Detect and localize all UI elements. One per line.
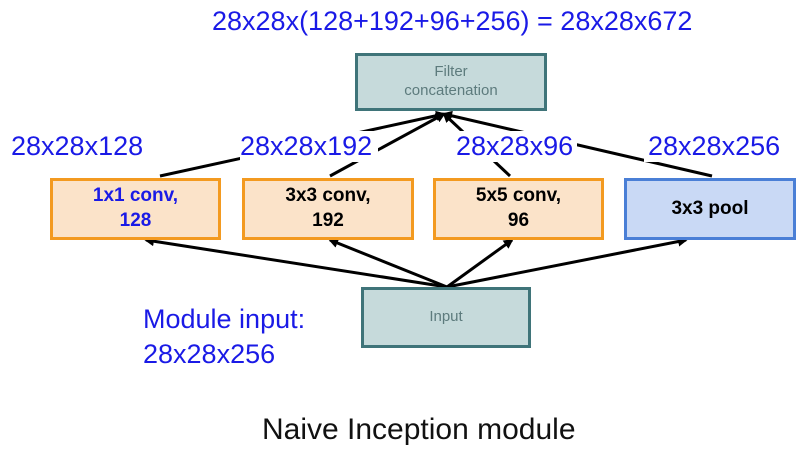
arrow-input-to-pool <box>446 236 688 289</box>
conv1x1-line1: 1x1 conv, <box>92 185 179 207</box>
dim-label-pool: 28x28x256 <box>644 131 781 162</box>
conv1x1-block: 1x1 conv, 128 <box>50 178 221 240</box>
arrow-pool-to-concat <box>442 110 713 178</box>
pool3x3-block: 3x3 pool <box>624 178 796 240</box>
conv1x1-line2: 128 <box>119 210 152 231</box>
input-box: Input <box>361 287 531 348</box>
diagram-caption: Naive Inception module <box>262 413 576 446</box>
arrow-input-to-conv1 <box>144 236 448 289</box>
arrow-input-to-conv5 <box>446 238 514 289</box>
arrow-conv3-to-concat <box>329 112 446 178</box>
dim-label-conv3: 28x28x192 <box>240 131 379 162</box>
module-input-label: Module input: <box>143 304 306 334</box>
conv5x5-block: 5x5 conv, 96 <box>433 178 604 240</box>
input-label: Input <box>429 308 463 326</box>
header-formula: 28x28x(128+192+96+256) = 28x28x672 <box>212 6 693 37</box>
filter-concatenation-box: Filter concatenation <box>355 53 547 111</box>
dim-label-conv1: 28x28x128 <box>11 131 148 162</box>
arrow-input-to-conv3 <box>328 238 448 289</box>
conv3x3-block: 3x3 conv, 192 <box>242 178 414 240</box>
concat-line1: Filter <box>434 63 468 81</box>
module-input-dims: 28x28x256 <box>143 339 276 369</box>
concat-line2: concatenation <box>404 82 498 99</box>
conv5x5-line2: 96 <box>507 210 530 231</box>
dim-label-conv5: 28x28x96 <box>452 131 578 162</box>
conv3x3-line2: 192 <box>312 210 344 231</box>
pool3x3-label: 3x3 pool <box>671 197 749 219</box>
conv5x5-line1: 5x5 conv, <box>475 185 562 207</box>
conv3x3-line1: 3x3 conv, <box>285 185 371 207</box>
